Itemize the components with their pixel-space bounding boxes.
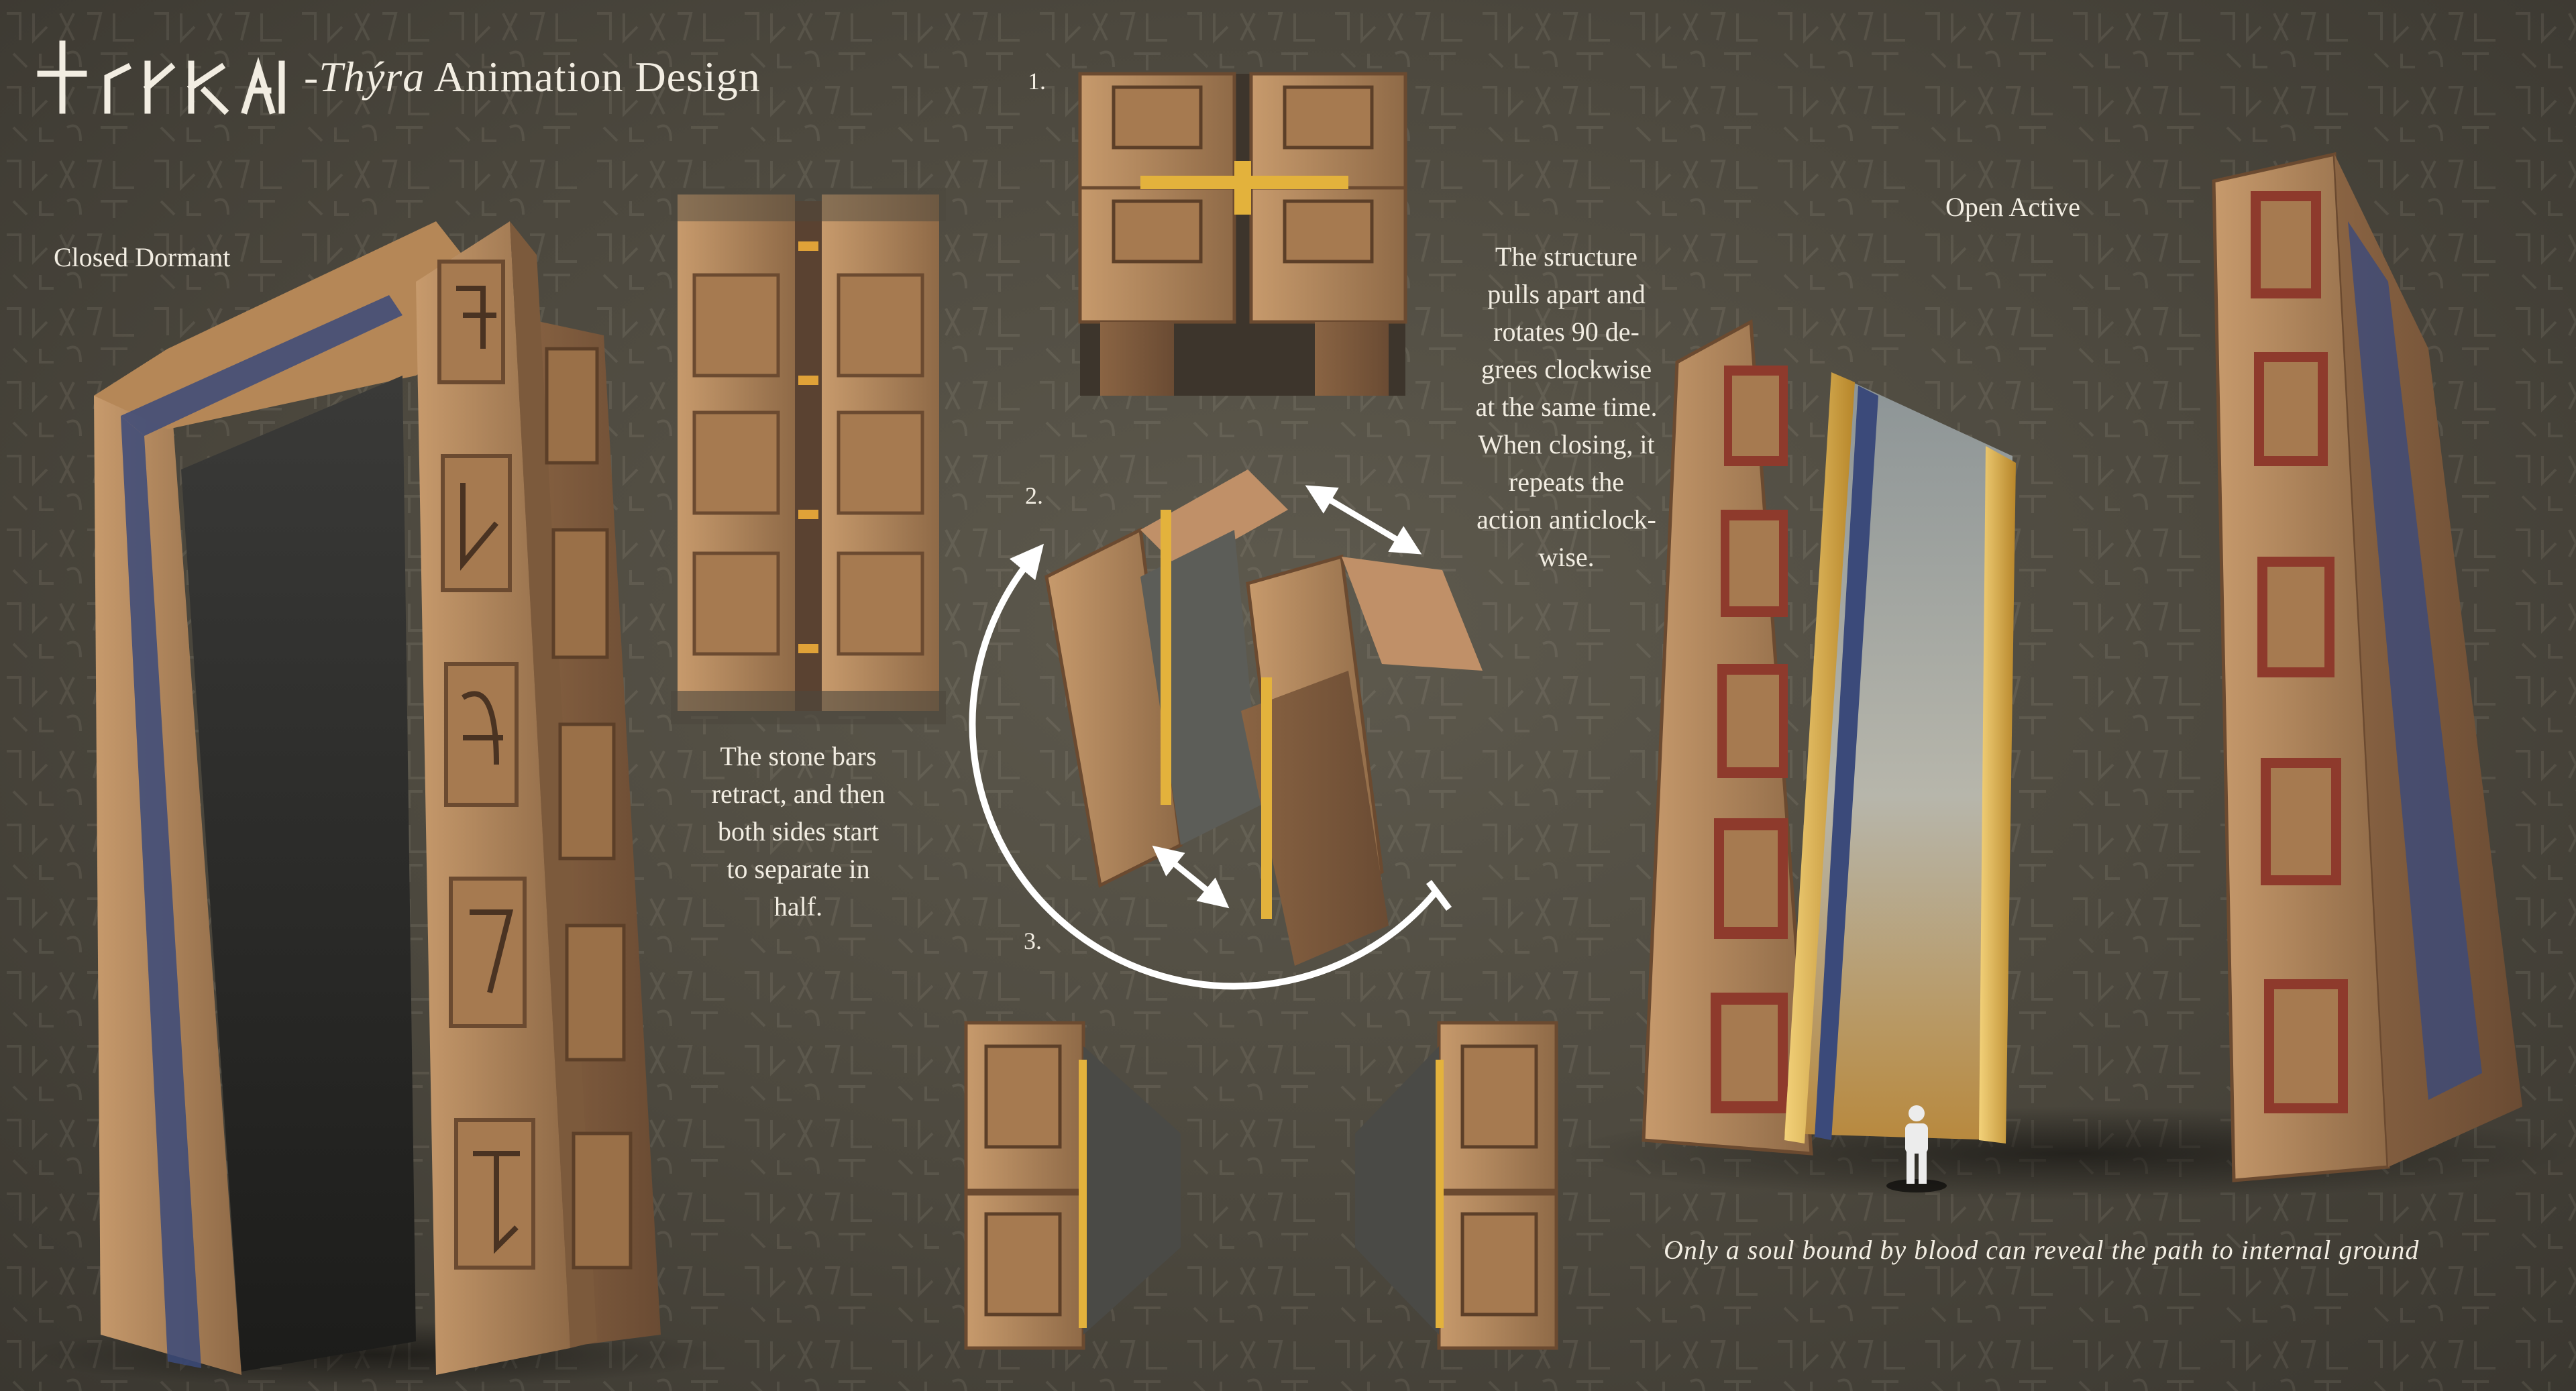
page-title: -Thýra Animation Design xyxy=(37,27,761,127)
caption-line: wise. xyxy=(1538,542,1595,572)
caption-line: both sides start xyxy=(718,816,879,846)
open-active-label: Open Active xyxy=(1945,192,2081,222)
tagline: Only a soul bound by blood can reveal th… xyxy=(1664,1235,2420,1265)
double-headed-arrow-icon xyxy=(1305,485,1422,555)
caption-line: at the same time. xyxy=(1475,392,1658,422)
closed-gate xyxy=(27,221,724,1388)
caption-line: The stone bars xyxy=(720,741,877,771)
caption-line: to separate in xyxy=(727,854,870,884)
caption-line: retract, and then xyxy=(711,779,885,809)
step2-rotating-pieces xyxy=(1044,469,1483,966)
step3-separated-halves xyxy=(964,1021,1558,1350)
human-silhouette-icon xyxy=(1886,1105,1947,1192)
title-text: -Thýra Animation Design xyxy=(304,53,761,101)
caption-line: action anticlock- xyxy=(1477,504,1656,535)
caption-bars-retract: The stone bars retract, and then both si… xyxy=(664,738,932,926)
caption-line: pulls apart and xyxy=(1487,279,1646,309)
step-number-1: 1. xyxy=(1028,68,1046,95)
thyra-rune-logo-icon xyxy=(37,40,285,115)
caption-line: The structure xyxy=(1495,241,1638,272)
arc-end-tick-icon xyxy=(1426,880,1452,911)
stone-bars-strip xyxy=(671,188,946,724)
step1-gate-top-view xyxy=(1078,72,1407,396)
caption-rotation: The structure pulls apart and rotates 90… xyxy=(1442,238,1690,576)
caption-line: rotates 90 de- xyxy=(1493,317,1640,347)
step-number-2: 2. xyxy=(1025,482,1043,509)
caption-line: repeats the xyxy=(1508,467,1625,497)
clockwise-arc-arrow-icon xyxy=(969,543,1438,990)
closed-dormant-label: Closed Dormant xyxy=(54,242,231,272)
open-gate xyxy=(1563,152,2576,1201)
step-number-3: 3. xyxy=(1024,928,1042,954)
caption-line: grees clockwise xyxy=(1481,354,1652,384)
caption-line: When closing, it xyxy=(1478,429,1655,459)
caption-line: half. xyxy=(773,891,823,922)
double-headed-arrow-icon xyxy=(1152,845,1230,909)
